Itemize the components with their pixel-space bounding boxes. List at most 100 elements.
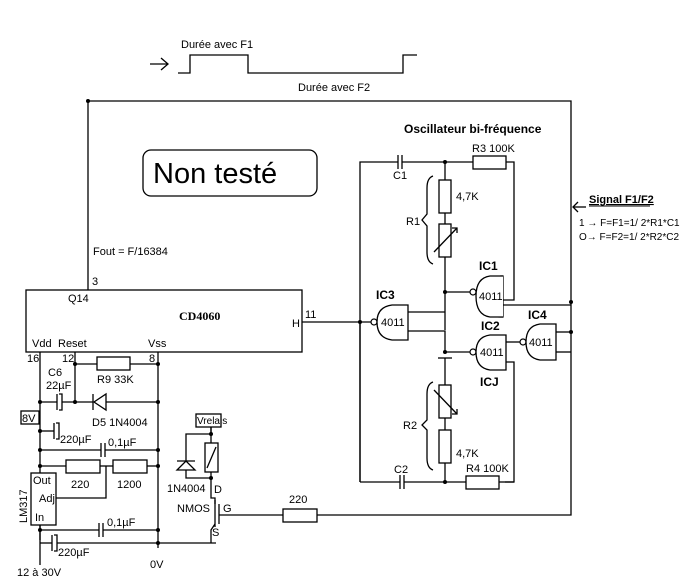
ic4-part: 4011 (529, 337, 553, 349)
label-cap-01b: 0,1µF (107, 517, 136, 529)
signal-title: Signal F1/F2 (589, 194, 654, 206)
ic4-inverter-bubble (519, 338, 527, 346)
ic4-label: IC4 (528, 308, 547, 322)
label-mos-g: G (223, 503, 232, 515)
ic-extra-label: ICJ (480, 375, 499, 389)
potentiometer-arrowhead (452, 227, 458, 233)
ic3-part: 4011 (381, 317, 405, 329)
resistor-r4 (465, 475, 500, 490)
label-vrelais: Vrelais (197, 416, 227, 427)
potentiometer-arrow (433, 389, 458, 415)
label-reg-adj: Adj (39, 493, 55, 505)
junction (156, 362, 160, 366)
capacitor-220b-plate2 (54, 534, 58, 552)
ic3-label: IC3 (376, 288, 395, 302)
cd4060-body (25, 289, 303, 353)
junction (38, 429, 42, 433)
waveform-signal (178, 54, 417, 74)
pin-vdd-label: Vdd (32, 338, 52, 350)
pin-vss-num: 8 (149, 353, 155, 365)
ic2-inverter-bubble (469, 348, 477, 356)
ic3-gate (376, 304, 409, 341)
label-r220: 220 (71, 479, 89, 491)
pin-reset-label: Reset (58, 338, 87, 350)
label-mos-d: D (214, 484, 222, 496)
diagram-title: Oscillateur bi-fréquence (404, 122, 542, 136)
regulator-lm317 (30, 472, 57, 526)
pin-h-label: H (292, 318, 300, 330)
junction (569, 330, 573, 334)
junction (569, 300, 573, 304)
waveform: Durée avec F1 Durée avec F2 (150, 39, 417, 94)
ic4-gate (525, 323, 557, 361)
potentiometer-arrow (433, 227, 458, 253)
ic1-inverter-bubble (469, 288, 477, 296)
label-d5: D5 1N4004 (92, 417, 148, 429)
pin-h-num: 11 (305, 309, 316, 321)
label-reg-out: Out (33, 475, 51, 487)
cd4060-label: CD4060 (179, 309, 220, 323)
junction (156, 448, 160, 452)
label-r1-fixed: 4,7K (456, 191, 479, 203)
label-c1: C1 (393, 170, 407, 182)
junction (443, 350, 447, 354)
fout-label: Fout = F/16384 (93, 246, 168, 258)
label-8v: 8V (22, 413, 36, 425)
label-mosfet: NMOS (177, 503, 210, 515)
label-reg-in: In (35, 512, 44, 524)
label-mos-s: S (212, 527, 219, 539)
label-c6: C6 (48, 367, 62, 379)
junction (156, 400, 160, 404)
capacitor-220a-plate2 (56, 422, 60, 440)
label-input-voltage: 12 à 30V (17, 567, 62, 579)
label-r3: R3 100K (472, 143, 515, 155)
relay-coil-slash (206, 446, 217, 469)
signal-line-2: O→ F=F2=1/ 2*R2*C2 (579, 232, 679, 243)
pin-q14-num: 3 (92, 276, 98, 288)
signal-line-1: 1 → F=F1=1/ 2*R1*C1 (579, 218, 680, 229)
wire-r3-ic1 (503, 161, 515, 301)
label-c6-value: 22µF (46, 380, 72, 392)
ic3-inverter-bubble (370, 318, 378, 326)
label-cap-220b: 220µF (58, 547, 90, 559)
resistor-r2-fixed (438, 429, 452, 464)
cd4060-chip: CD4060 Fout = F/16384 3 Q14 H 11 Vdd Res… (25, 246, 316, 365)
junction (443, 480, 447, 484)
brace-r1 (421, 175, 434, 265)
junction (73, 400, 77, 404)
junction (209, 432, 213, 436)
resistor-r9 (96, 356, 131, 371)
ic1-gate-body (475, 275, 503, 318)
brace-r2 (421, 381, 434, 471)
resistor-220 (65, 459, 101, 474)
diode-1n4004-icon (175, 460, 197, 471)
ic1-label: IC1 (479, 259, 498, 273)
junction (38, 464, 42, 468)
pin-vss-label: Vss (148, 338, 167, 350)
label-r1200: 1200 (117, 479, 141, 491)
resistor-1200 (112, 459, 148, 474)
ic2-gate (475, 334, 507, 371)
resistor-r1-fixed (438, 179, 452, 214)
wire-source (210, 523, 216, 543)
junction (156, 464, 160, 468)
pin-reset-num: 12 (62, 353, 74, 365)
junction (38, 448, 42, 452)
junction (156, 528, 160, 532)
label-relay-diode: 1N4004 (167, 483, 206, 495)
ic1-part: 4011 (479, 291, 503, 303)
capacitor-c6-plate2 (59, 393, 63, 411)
potentiometer-arrowhead (452, 409, 458, 415)
label-cap-01a: 0,1µF (108, 437, 137, 449)
label-ground: 0V (150, 559, 164, 571)
ic2-label: IC2 (481, 319, 500, 333)
label-duree-f2: Durée avec F2 (298, 82, 370, 94)
resistor-r3 (472, 155, 507, 170)
status-note-text: Non testé (153, 158, 277, 190)
signal-annotation: Signal F1/F2 1 → F=F1=1/ 2*R1*C1 O→ F=F2… (572, 194, 680, 243)
label-r4: R4 100K (466, 463, 509, 475)
wire-ic3-out2 (408, 330, 446, 352)
ic2-part: 4011 (480, 347, 504, 359)
label-duree-f1: Durée avec F1 (181, 39, 253, 51)
